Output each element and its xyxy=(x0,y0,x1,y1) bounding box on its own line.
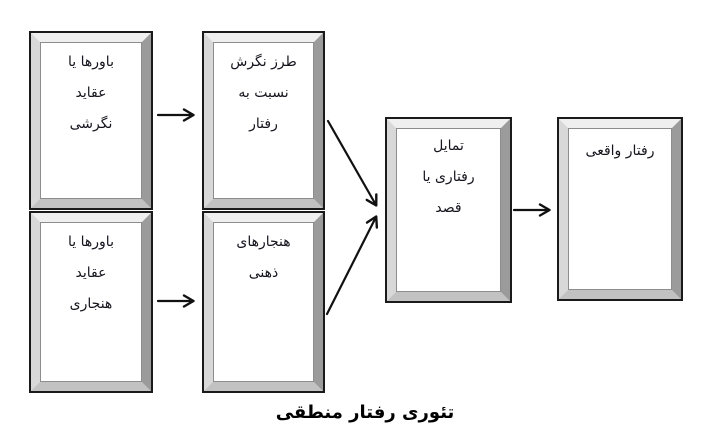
arrow-attitude-to-intention xyxy=(326,119,378,207)
box-inner-panel: تمایل رفتاری یا قصد xyxy=(396,128,501,292)
arrow-norms-to-intention xyxy=(325,215,379,316)
diagram-caption: تئوری رفتار منطقی xyxy=(275,402,455,423)
box-text-line: تمایل xyxy=(433,138,464,154)
box-frame-bevel xyxy=(31,213,151,391)
box-text-line: نگرشی xyxy=(69,116,113,132)
box-frame-bevel xyxy=(31,33,151,208)
box-frame-bevel xyxy=(204,33,323,208)
box-normative-beliefs: باورها یا عقاید هنجاری xyxy=(29,211,153,393)
box-text: رفتار واقعی xyxy=(569,129,671,167)
box-inner-panel: رفتار واقعی xyxy=(568,128,672,290)
box-inner-panel: هنجارهای ذهنی xyxy=(213,222,314,382)
box-text-line: قصد xyxy=(435,200,462,216)
box-attitudinal-beliefs: باورها یا عقاید نگرشی xyxy=(29,31,153,210)
box-text: تمایل رفتاری یا قصد xyxy=(397,129,500,224)
box-text: باورها یا عقاید نگرشی xyxy=(41,43,141,140)
box-text-line: هنجاری xyxy=(69,296,113,312)
box-text: هنجارهای ذهنی xyxy=(214,223,313,289)
box-text-line: رفتاری یا xyxy=(422,169,475,185)
box-behavioral-intention: تمایل رفتاری یا قصد xyxy=(385,117,512,303)
box-text-line: عقاید xyxy=(75,85,107,101)
box-text-line: باورها یا xyxy=(68,54,114,70)
box-text-line: باورها یا xyxy=(68,234,114,250)
box-text-line: هنجارهای xyxy=(236,234,291,250)
box-text-line: رفتار واقعی xyxy=(585,143,655,159)
box-text: باورها یا عقاید هنجاری xyxy=(41,223,141,320)
box-frame-bevel xyxy=(559,119,681,299)
box-inner-panel: طرز نگرش نسبت به رفتار xyxy=(213,42,314,199)
box-text-line: طرز نگرش xyxy=(230,54,297,70)
box-text: طرز نگرش نسبت به رفتار xyxy=(214,43,313,140)
box-attitude-toward-behavior: طرز نگرش نسبت به رفتار xyxy=(202,31,325,210)
box-actual-behavior: رفتار واقعی xyxy=(557,117,683,301)
box-frame-bevel xyxy=(387,119,510,301)
box-inner-panel: باورها یا عقاید نگرشی xyxy=(40,42,142,199)
box-subjective-norms: هنجارهای ذهنی xyxy=(202,211,325,393)
box-text-line: رفتار xyxy=(249,116,278,132)
box-inner-panel: باورها یا عقاید هنجاری xyxy=(40,222,142,382)
box-text-line: عقاید xyxy=(75,265,107,281)
box-text-line: ذهنی xyxy=(248,265,279,281)
box-frame-bevel xyxy=(204,213,323,391)
box-text-line: نسبت به xyxy=(238,85,289,101)
